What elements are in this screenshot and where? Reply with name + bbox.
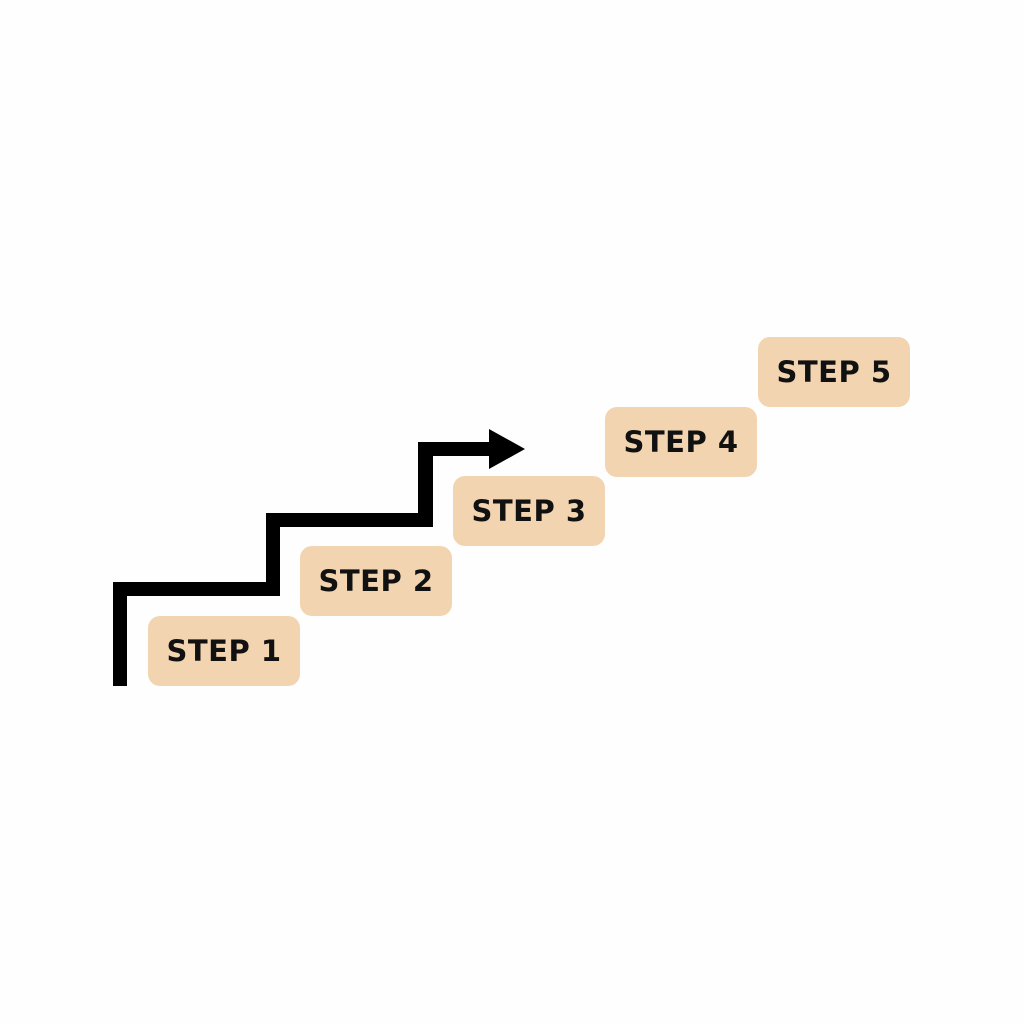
- step-4-box: STEP 4: [605, 407, 757, 477]
- arrow-head-icon: [489, 429, 525, 469]
- arrow-path-segment: [113, 582, 127, 686]
- step-1-box: STEP 1: [148, 616, 300, 686]
- step-label: STEP 1: [166, 634, 282, 668]
- arrow-path-segment: [418, 442, 492, 456]
- arrow-path-segment: [266, 513, 280, 596]
- arrow-path-segment: [266, 513, 433, 527]
- step-2-box: STEP 2: [300, 546, 452, 616]
- step-3-box: STEP 3: [453, 476, 605, 546]
- step-label: STEP 4: [623, 425, 739, 459]
- step-5-box: STEP 5: [758, 337, 910, 407]
- step-label: STEP 2: [318, 564, 434, 598]
- arrow-path-segment: [418, 442, 433, 527]
- step-label: STEP 3: [471, 494, 587, 528]
- arrow-path-segment: [113, 582, 280, 596]
- step-label: STEP 5: [776, 355, 892, 389]
